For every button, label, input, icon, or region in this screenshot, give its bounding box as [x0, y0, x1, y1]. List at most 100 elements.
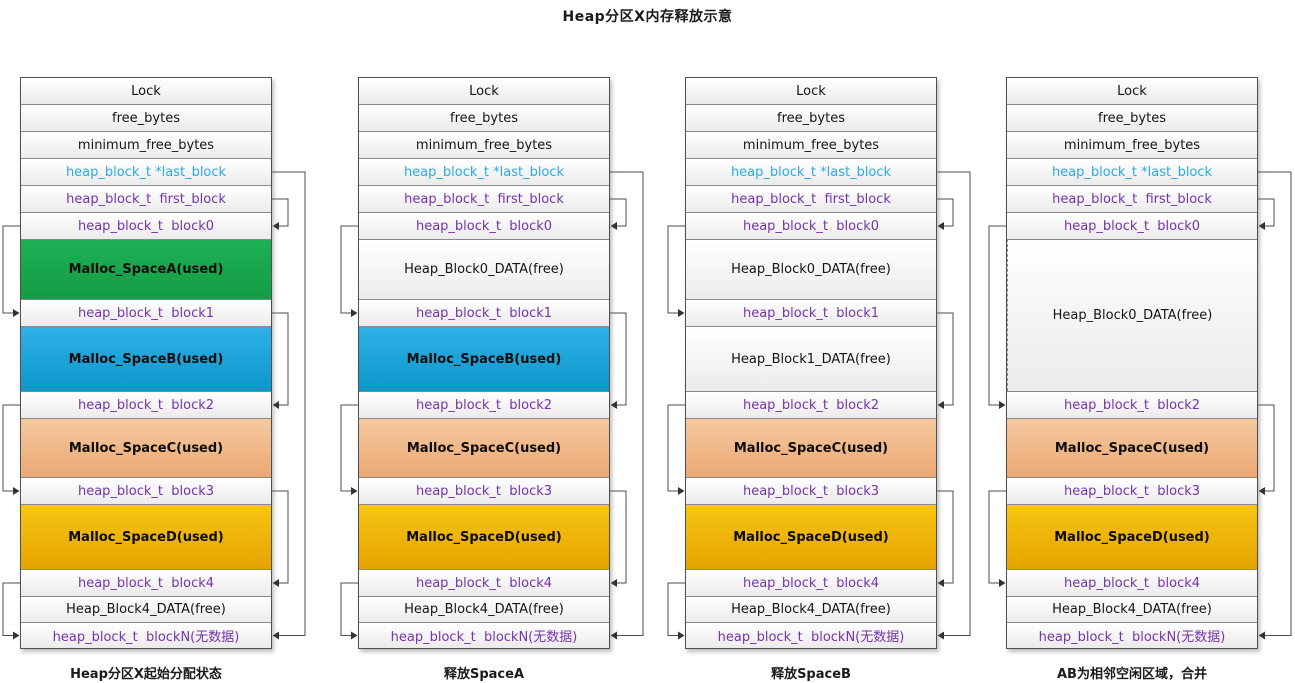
cell-label: heap_block_t block3 — [742, 483, 880, 499]
cell-heap-block-t-block0: heap_block_t block0 — [359, 212, 609, 239]
arrowhead-icon — [937, 631, 944, 640]
cell-heap-block-t-blockn: heap_block_t blockN(无数据) — [21, 622, 271, 648]
cell-label: minimum_free_bytes — [415, 137, 553, 153]
cell-label: heap_block_t block2 — [742, 397, 880, 413]
cell-heap-block0-data-free: Heap_Block0_DATA(free) — [359, 239, 609, 299]
cell-label: Heap_Block0_DATA(free) — [1052, 308, 1213, 323]
cell-label: Lock — [796, 83, 826, 99]
cell-label: heap_block_t block1 — [77, 305, 215, 321]
cell-label: heap_block_t *last_block — [65, 164, 227, 180]
cell-label: Lock — [1117, 83, 1147, 99]
cell-minimum-free-bytes: minimum_free_bytes — [21, 131, 271, 158]
cell-heap-block-t-last-block: heap_block_t *last_block — [21, 158, 271, 185]
cell-label: free_bytes — [450, 110, 518, 126]
cell-label: heap_block_t block4 — [742, 575, 880, 591]
arrowhead-icon — [13, 487, 20, 495]
arrowhead-icon — [1258, 487, 1265, 495]
cell-heap-block-t-block0: heap_block_t block0 — [21, 212, 271, 239]
cell-label: heap_block_t block3 — [77, 483, 215, 499]
cell-free-bytes: free_bytes — [21, 104, 271, 131]
cell-label: Heap_Block1_DATA(free) — [731, 351, 891, 367]
cell-heap-block-t-blockn: heap_block_t blockN(无数据) — [686, 622, 936, 648]
arrowhead-icon — [610, 579, 617, 587]
arrowhead-icon — [1258, 222, 1265, 230]
cell-label: Malloc_SpaceC(used) — [733, 440, 889, 456]
cell-malloc-spaced-used: Malloc_SpaceD(used) — [359, 504, 609, 569]
cell-label: free_bytes — [1098, 110, 1166, 126]
cell-label: minimum_free_bytes — [1063, 137, 1201, 153]
cell-heap-block1-data-free: Heap_Block1_DATA(free) — [686, 326, 936, 391]
cell-heap-block-t-block4: heap_block_t block4 — [1007, 569, 1257, 596]
arrowhead-icon — [999, 401, 1006, 409]
heap-structure-table-3: Lock free_bytes minimum_free_bytes heap_blo… — [685, 77, 937, 649]
cell-minimum-free-bytes: minimum_free_bytes — [686, 131, 936, 158]
arrowhead-icon — [678, 631, 685, 640]
cell-heap-block-t-block3: heap_block_t block3 — [686, 477, 936, 504]
cell-label: Malloc_SpaceD(used) — [1054, 529, 1210, 545]
arrowhead-icon — [610, 222, 617, 230]
cell-heap-block-t-block1: heap_block_t block1 — [359, 299, 609, 326]
cell-label: Malloc_SpaceC(used) — [406, 440, 562, 456]
arrowhead-icon — [999, 579, 1006, 587]
cell-heap-block-t-first-block: heap_block_t first_block — [359, 185, 609, 212]
cell-label: heap_block_t block2 — [77, 397, 215, 413]
cell-heap-block-t-block4: heap_block_t block4 — [21, 569, 271, 596]
cell-malloc-spaced-used: Malloc_SpaceD(used) — [686, 504, 936, 569]
cell-label: heap_block_t blockN(无数据) — [717, 630, 905, 645]
cell-label: heap_block_t block4 — [1063, 575, 1201, 591]
cell-heap-block-t-block0: heap_block_t block0 — [686, 212, 936, 239]
cell-label: heap_block_t *last_block — [1051, 164, 1213, 180]
cell-label: heap_block_t first_block — [731, 191, 891, 207]
column-caption-1: Heap分区X起始分配状态 — [70, 667, 222, 682]
cell-minimum-free-bytes: minimum_free_bytes — [1007, 131, 1257, 158]
cell-malloc-spacec-used: Malloc_SpaceC(used) — [686, 418, 936, 477]
cell-label: heap_block_t *last_block — [730, 164, 892, 180]
cell-lock: Lock — [359, 78, 609, 104]
cell-label: Heap_Block4_DATA(free) — [731, 602, 891, 617]
cell-heap-block-t-block3: heap_block_t block3 — [359, 477, 609, 504]
cell-heap-block-t-last-block: heap_block_t *last_block — [359, 158, 609, 185]
cell-label: Malloc_SpaceB(used) — [68, 351, 224, 367]
cell-heap-block-t-block4: heap_block_t block4 — [686, 569, 936, 596]
cell-label: Heap_Block4_DATA(free) — [404, 602, 564, 617]
arrowhead-icon — [272, 401, 279, 409]
cell-label: minimum_free_bytes — [77, 137, 215, 153]
cell-label: heap_block_t blockN(无数据) — [1038, 630, 1226, 645]
cell-malloc-spacea-used: Malloc_SpaceA(used) — [21, 239, 271, 299]
column-caption-3: 释放SpaceB — [771, 667, 851, 682]
cell-label: minimum_free_bytes — [742, 137, 880, 153]
cell-malloc-spaced-used: Malloc_SpaceD(used) — [21, 504, 271, 569]
diagram-title: Heap分区X内存释放示意 — [562, 9, 733, 25]
cell-label: Heap_Block4_DATA(free) — [66, 602, 226, 617]
arrowhead-icon — [272, 579, 279, 587]
cell-label: heap_block_t block0 — [742, 218, 880, 234]
cell-label: heap_block_t *last_block — [403, 164, 565, 180]
cell-heap-block-t-block2: heap_block_t block2 — [21, 391, 271, 418]
cell-malloc-spacec-used: Malloc_SpaceC(used) — [359, 418, 609, 477]
cell-heap-block4-data-free: Heap_Block4_DATA(free) — [1007, 596, 1257, 622]
memory-column-2: Lock free_bytes minimum_free_bytes heap_blo… — [338, 77, 648, 682]
cell-heap-block4-data-free: Heap_Block4_DATA(free) — [686, 596, 936, 622]
cell-label: free_bytes — [112, 110, 180, 126]
cell-heap-block-t-block2: heap_block_t block2 — [359, 391, 609, 418]
cell-free-bytes: free_bytes — [686, 104, 936, 131]
cell-heap-block-t-blockn: heap_block_t blockN(无数据) — [359, 622, 609, 648]
cell-malloc-spacec-used: Malloc_SpaceC(used) — [1007, 418, 1257, 477]
cell-label: heap_block_t block1 — [415, 305, 553, 321]
cell-heap-block-t-block0: heap_block_t block0 — [1007, 212, 1257, 239]
cell-free-bytes: free_bytes — [359, 104, 609, 131]
column-caption-4: AB为相邻空闲区域，合并 — [1057, 667, 1207, 682]
cell-heap-block-t-block1: heap_block_t block1 — [21, 299, 271, 326]
memory-column-3: Lock free_bytes minimum_free_bytes heap_blo… — [665, 77, 975, 682]
cell-label: heap_block_t block0 — [1063, 218, 1201, 234]
cell-heap-block-t-last-block: heap_block_t *last_block — [686, 158, 936, 185]
arrowhead-icon — [13, 631, 20, 640]
cell-label: Malloc_SpaceD(used) — [406, 529, 562, 545]
cell-heap-block4-data-free: Heap_Block4_DATA(free) — [21, 596, 271, 622]
cell-label: heap_block_t block1 — [742, 305, 880, 321]
cell-label: heap_block_t block0 — [415, 218, 553, 234]
cell-label: heap_block_t block2 — [1063, 397, 1201, 413]
arrowhead-icon — [351, 309, 358, 317]
